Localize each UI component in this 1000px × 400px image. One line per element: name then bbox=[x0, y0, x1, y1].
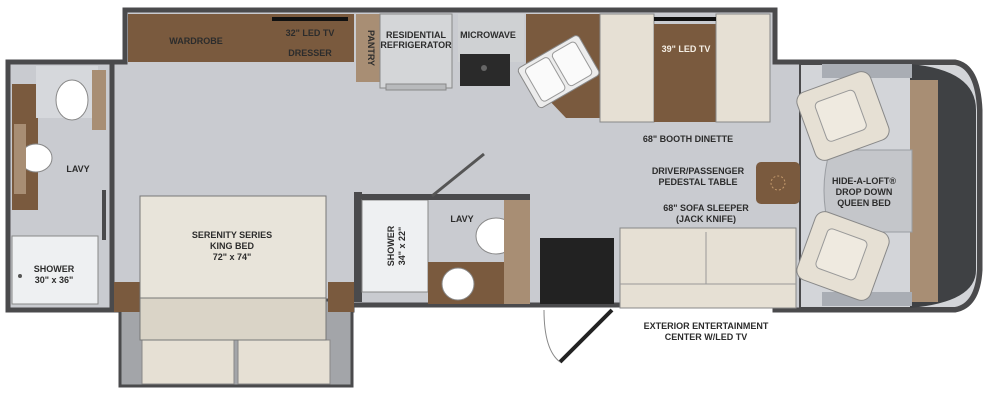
loft-label-1: HIDE-A-LOFT® bbox=[832, 176, 896, 186]
fridge-label-2: REFRIGERATOR bbox=[380, 40, 452, 50]
loft-label-2: DROP DOWN bbox=[836, 187, 893, 197]
shower-mid-label-2: 34" x 22" bbox=[397, 227, 407, 266]
cab bbox=[799, 63, 979, 309]
bed-label-2: KING BED bbox=[210, 241, 255, 251]
wardrobe bbox=[128, 14, 266, 62]
ext-ent-label-2: CENTER W/LED TV bbox=[665, 332, 748, 342]
pedestal-table bbox=[756, 162, 800, 204]
driver-seat bbox=[796, 71, 890, 161]
loft-label-3: QUEEN BED bbox=[837, 198, 891, 208]
labels: WARDROBE 32" LED TV DRESSER PANTRY RESID… bbox=[34, 28, 897, 342]
mid-bath bbox=[354, 152, 530, 304]
sofa-label-1: 68" SOFA SLEEPER bbox=[663, 203, 749, 213]
burner-icon bbox=[481, 65, 487, 71]
booth-dinette-label: 68" BOOTH DINETTE bbox=[643, 134, 733, 144]
passenger-seat bbox=[796, 211, 890, 301]
entry-door bbox=[558, 308, 614, 364]
pedestal-label-2: PEDESTAL TABLE bbox=[658, 177, 737, 187]
microwave-label: MICROWAVE bbox=[460, 30, 516, 40]
lavy-rear-label: LAVY bbox=[66, 164, 89, 174]
king-bed bbox=[139, 195, 327, 341]
dresser-label: DRESSER bbox=[288, 48, 332, 58]
bed-label-1: SERENITY SERIES bbox=[192, 230, 272, 240]
tv39-label: 39" LED TV bbox=[662, 44, 711, 54]
dresser bbox=[266, 14, 354, 62]
pantry bbox=[356, 14, 380, 82]
shower-mid-label-1: SHOWER bbox=[386, 225, 396, 266]
sink-icon bbox=[517, 35, 600, 109]
shower-rear-label-1: SHOWER bbox=[34, 264, 75, 274]
lavy-mid-label: LAVY bbox=[450, 214, 473, 224]
refrigerator bbox=[379, 13, 453, 89]
pedestal-label-1: DRIVER/PASSENGER bbox=[652, 166, 745, 176]
entry-steps bbox=[540, 238, 614, 304]
refrigerator-handle bbox=[385, 83, 447, 91]
wardrobe-label: WARDROBE bbox=[169, 36, 223, 46]
sofa-sleeper bbox=[619, 227, 797, 309]
shower-rear-label-2: 30" x 36" bbox=[35, 275, 74, 285]
fridge-label-1: RESIDENTIAL bbox=[386, 30, 447, 40]
tv32-label: 32" LED TV bbox=[286, 28, 335, 38]
bed-label-3: 72" x 74" bbox=[213, 252, 252, 262]
booth-dinette bbox=[599, 13, 771, 123]
sofa-label-2: (JACK KNIFE) bbox=[676, 214, 736, 224]
rear-bath bbox=[11, 66, 106, 305]
pantry-label: PANTRY bbox=[366, 30, 376, 66]
ext-ent-label-1: EXTERIOR ENTERTAINMENT bbox=[644, 321, 769, 331]
